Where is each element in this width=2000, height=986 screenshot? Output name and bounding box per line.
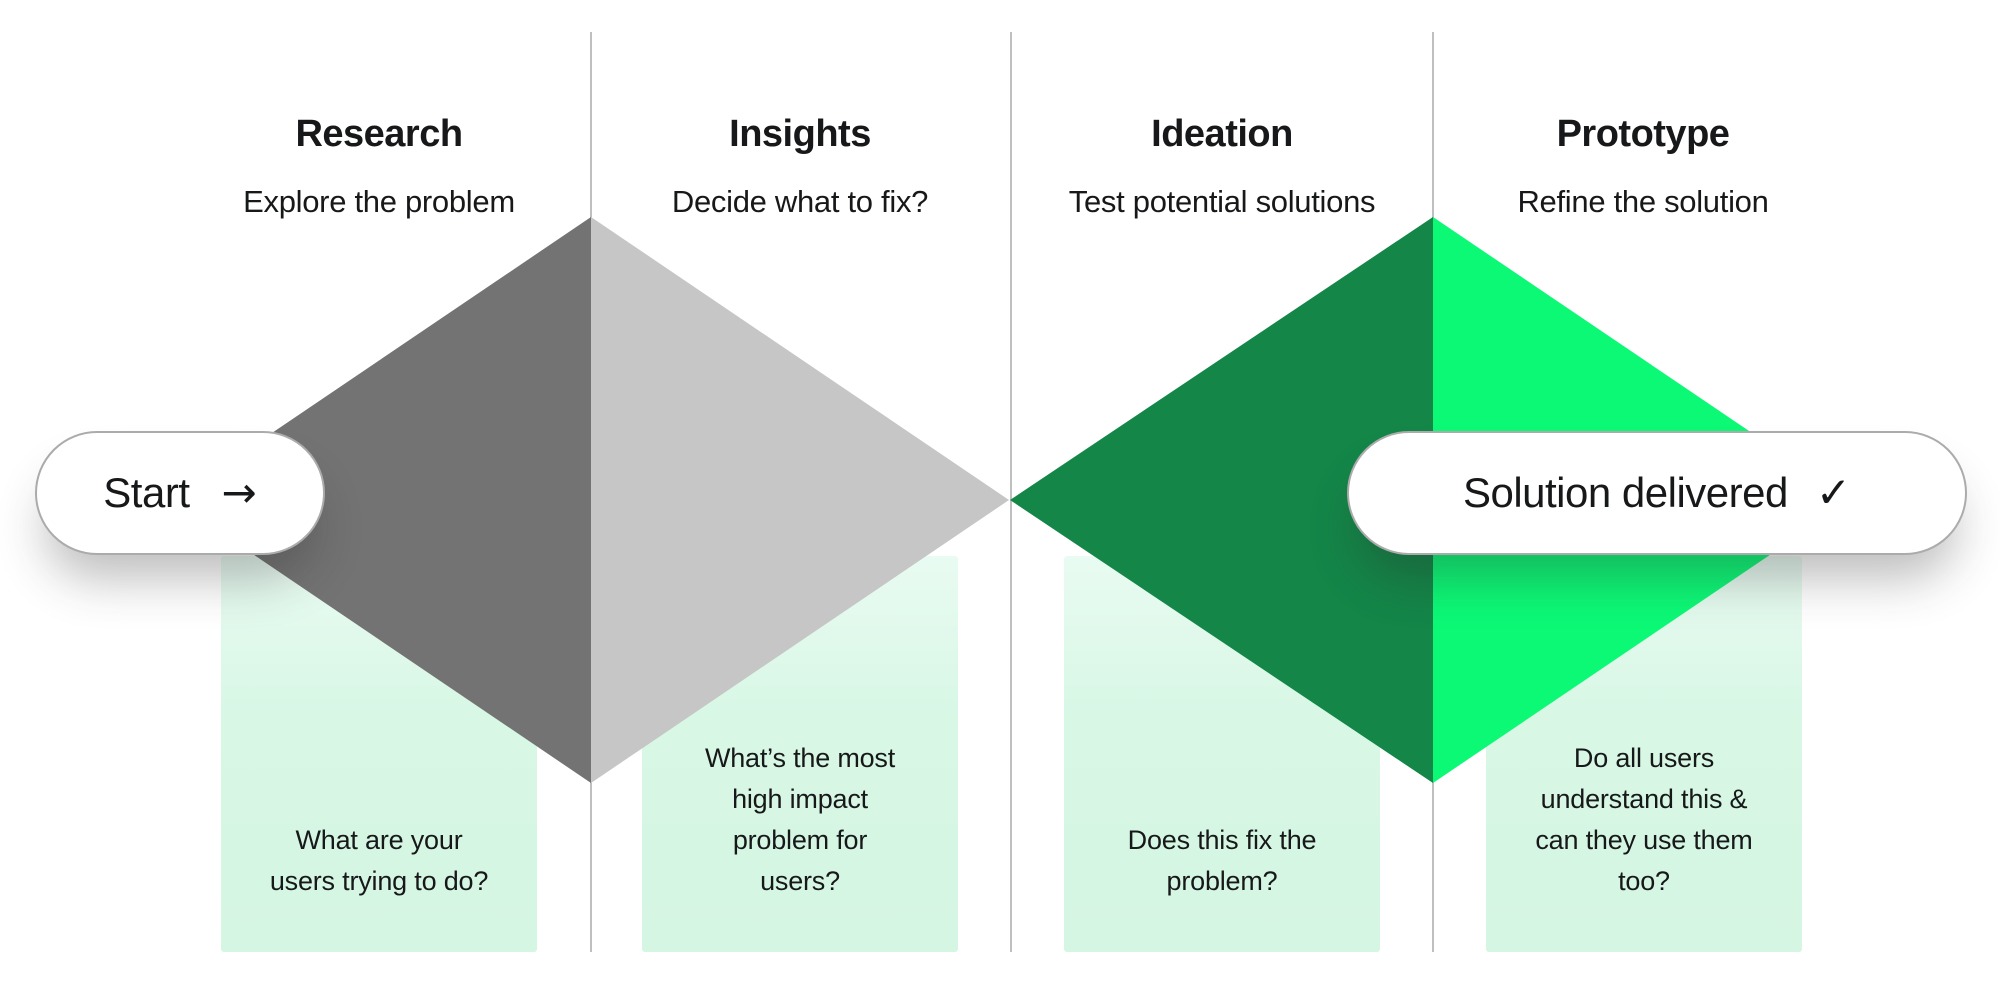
insights-diamond-half: [591, 217, 1009, 783]
research-diamond-half: [173, 217, 591, 783]
question-text: What are your users trying to do?: [269, 825, 489, 896]
phase-subtitle-ideation: Test potential solutions: [1068, 184, 1376, 219]
phase-title-prototype: Prototype: [1556, 113, 1730, 155]
solution-delivered-button[interactable]: Solution delivered ✓: [1347, 431, 1967, 555]
phase-subtitle-insights: Decide what to fix?: [671, 184, 929, 219]
question-text: Do all users understand this & can they …: [1535, 743, 1753, 896]
arrow-right-icon: →: [221, 468, 257, 517]
question-text: Does this fix the problem?: [1127, 825, 1317, 896]
phase-subtitle-research: Explore the problem: [243, 184, 515, 219]
phase-title-insights: Insights: [729, 113, 871, 155]
solution-delivered-label: Solution delivered: [1462, 469, 1788, 516]
ideation-diamond-half: [1010, 217, 1433, 783]
checkmark-icon: ✓: [1815, 468, 1852, 517]
phase-title-ideation: Ideation: [1151, 113, 1293, 155]
phase-subtitle-prototype: Refine the solution: [1517, 184, 1769, 219]
phase-title-research: Research: [295, 113, 463, 155]
column-divider-2: [1010, 32, 1012, 952]
start-button[interactable]: Start →: [35, 431, 325, 555]
start-button-label: Start: [103, 469, 190, 516]
question-text: What’s the most high impact problem for …: [704, 743, 896, 896]
